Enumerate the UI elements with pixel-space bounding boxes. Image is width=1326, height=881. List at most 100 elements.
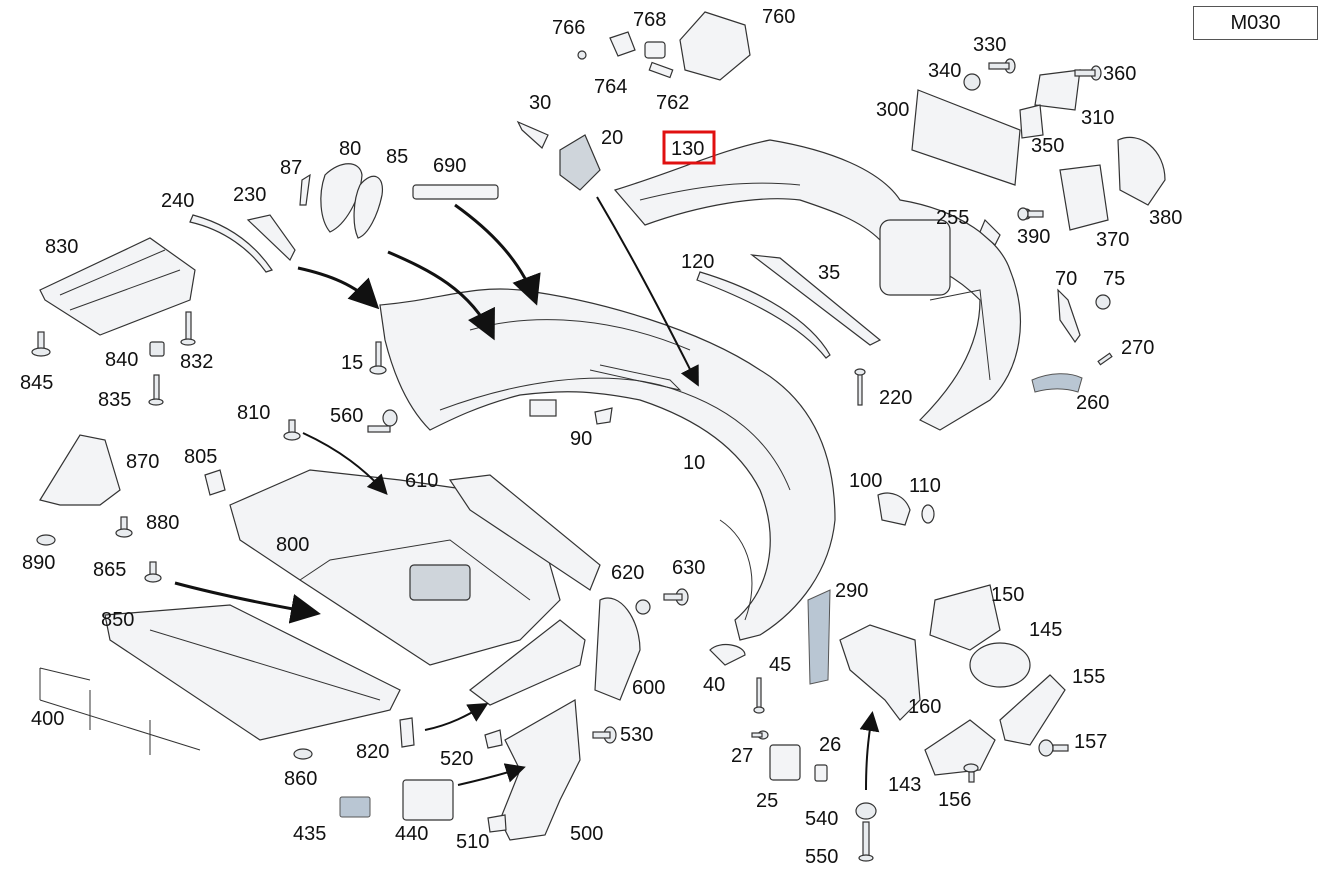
- label-630: 630: [672, 557, 705, 579]
- label-26: 26: [819, 734, 841, 756]
- diagram-code-box: M030: [1193, 6, 1318, 40]
- label-30: 30: [529, 92, 551, 114]
- label-760: 760: [762, 6, 795, 28]
- label-850: 850: [101, 609, 134, 631]
- screw-832: [180, 311, 196, 346]
- label-620: 620: [611, 562, 644, 584]
- nut-860: [293, 748, 313, 760]
- label-766: 766: [552, 17, 585, 39]
- screw-156: [963, 763, 979, 783]
- screw-835: [148, 374, 164, 406]
- under-cover-left: [39, 237, 196, 336]
- label-800: 800: [276, 534, 309, 556]
- label-143: 143: [888, 774, 921, 796]
- label-70: 70: [1055, 268, 1077, 290]
- assembly-arrows: [174, 196, 880, 791]
- label-87: 87: [280, 157, 302, 179]
- label-835: 835: [98, 389, 131, 411]
- label-156: 156: [938, 789, 971, 811]
- label-155: 155: [1072, 666, 1105, 688]
- screw-390: [1017, 207, 1044, 221]
- screw-530: [592, 726, 617, 744]
- misc-lower-parts: [39, 407, 651, 833]
- label-510: 510: [456, 831, 489, 853]
- label-110: 110: [909, 475, 941, 497]
- label-80: 80: [339, 138, 361, 160]
- label-120: 120: [681, 251, 714, 273]
- label-90: 90: [570, 428, 592, 450]
- label-240: 240: [161, 190, 194, 212]
- bumper-cover: [379, 288, 836, 641]
- label-880: 880: [146, 512, 179, 534]
- screw-157: [1038, 739, 1069, 757]
- label-300: 300: [876, 99, 909, 121]
- label-390: 390: [1017, 226, 1050, 248]
- side-brackets: [448, 474, 641, 841]
- label-75: 75: [1103, 268, 1125, 290]
- label-550: 550: [805, 846, 838, 868]
- small-parts-right: [696, 254, 1111, 526]
- label-130: 130: [671, 138, 704, 160]
- label-290: 290: [835, 580, 868, 602]
- label-560: 560: [330, 405, 363, 427]
- label-40: 40: [703, 674, 725, 696]
- fasteners: [31, 58, 1113, 862]
- label-330: 330: [973, 34, 1006, 56]
- label-220: 220: [879, 387, 912, 409]
- label-370: 370: [1096, 229, 1129, 251]
- label-360: 360: [1103, 63, 1136, 85]
- label-20: 20: [601, 127, 623, 149]
- screw-865: [144, 561, 162, 583]
- label-160: 160: [908, 696, 941, 718]
- screw-330: [988, 58, 1016, 74]
- screw-550: [858, 821, 874, 862]
- air-ducts-right: [709, 584, 1066, 782]
- label-310: 310: [1081, 107, 1114, 129]
- nut-890: [36, 534, 56, 546]
- label-100: 100: [849, 470, 882, 492]
- rivet-45: [753, 677, 765, 714]
- label-832: 832: [180, 351, 213, 373]
- nut-540: [855, 802, 877, 820]
- label-845: 845: [20, 372, 53, 394]
- nut-840: [149, 341, 165, 357]
- label-890: 890: [22, 552, 55, 574]
- label-600: 600: [632, 677, 665, 699]
- label-762: 762: [656, 92, 689, 114]
- label-768: 768: [633, 9, 666, 31]
- label-85: 85: [386, 146, 408, 168]
- label-45: 45: [769, 654, 791, 676]
- label-610: 610: [405, 470, 438, 492]
- highlight-box-130: [662, 130, 716, 165]
- label-10: 10: [683, 452, 705, 474]
- label-520: 520: [440, 748, 473, 770]
- label-690: 690: [433, 155, 466, 177]
- label-530: 530: [620, 724, 653, 746]
- label-230: 230: [233, 184, 266, 206]
- screw-810: [283, 419, 301, 441]
- label-870: 870: [126, 451, 159, 473]
- label-810: 810: [237, 402, 270, 424]
- pin-270: [1097, 352, 1113, 366]
- label-260: 260: [1076, 392, 1109, 414]
- label-500: 500: [570, 823, 603, 845]
- label-805: 805: [184, 446, 217, 468]
- screw-845: [31, 331, 51, 357]
- label-350: 350: [1031, 135, 1064, 157]
- label-145: 145: [1029, 619, 1062, 641]
- screw-360: [1074, 65, 1102, 81]
- label-865: 865: [93, 559, 126, 581]
- label-764: 764: [594, 76, 627, 98]
- label-255: 255: [936, 207, 969, 229]
- underbody-panels: [39, 469, 561, 755]
- label-830: 830: [45, 236, 78, 258]
- rivet-220: [854, 368, 866, 406]
- clip-560: [367, 409, 398, 433]
- label-270: 270: [1121, 337, 1154, 359]
- bumper-support-frame: [613, 139, 1021, 431]
- label-150: 150: [991, 584, 1024, 606]
- screw-880: [115, 516, 133, 538]
- label-25: 25: [756, 790, 778, 812]
- label-440: 440: [395, 823, 428, 845]
